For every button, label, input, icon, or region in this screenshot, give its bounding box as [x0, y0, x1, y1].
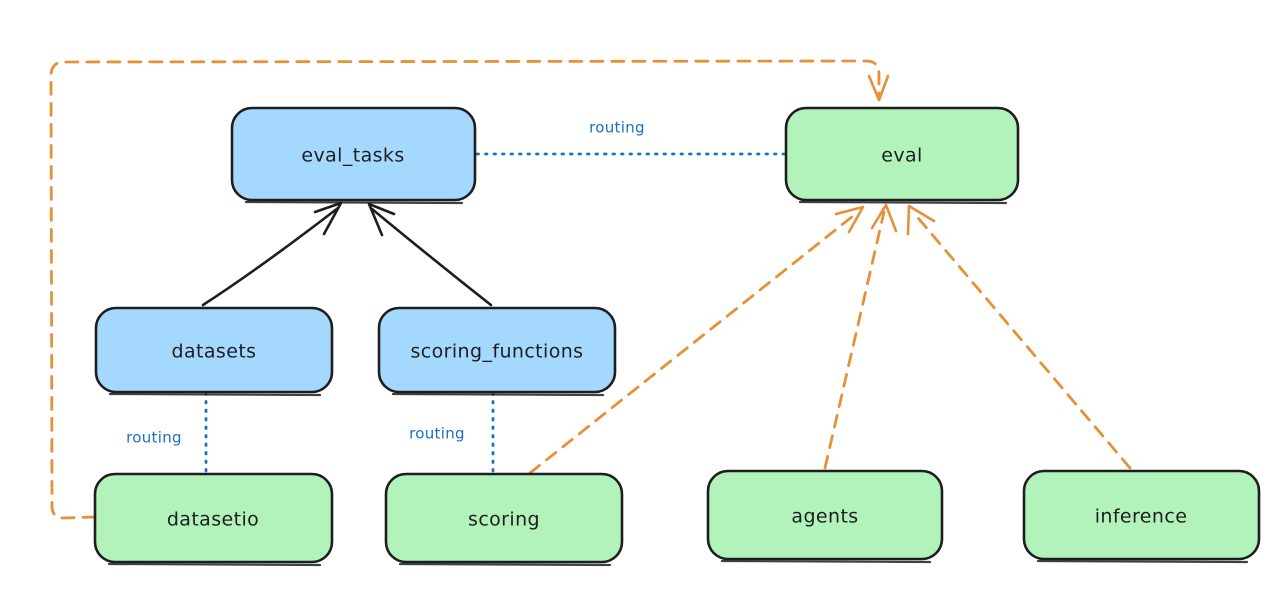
edge-datasetio-eval	[49, 59, 890, 520]
edge-agents-eval-line	[823, 210, 886, 470]
node-datasetio[interactable]: datasetio	[93, 472, 334, 567]
edge-datasets-eval_tasks	[201, 201, 343, 307]
edges-layer	[49, 59, 1132, 520]
edge-datasetio-eval-arrowhead	[867, 74, 890, 102]
node-scoring-shadow	[398, 562, 612, 567]
node-scoring_functions-shape	[377, 306, 617, 394]
node-scoring[interactable]: scoring	[384, 472, 624, 567]
node-inference-label: inference	[1095, 506, 1188, 528]
node-eval-shape	[784, 106, 1020, 202]
node-agents-shape	[706, 469, 944, 561]
edge-label-routing-eval: routing	[589, 119, 645, 137]
node-datasets-shape	[94, 306, 334, 394]
edge-datasets-eval_tasks-arrowhead	[313, 201, 343, 236]
node-eval-shadow	[798, 200, 1008, 205]
node-eval_tasks[interactable]: eval_tasks	[230, 106, 477, 205]
node-datasetio-label: datasetio	[167, 509, 259, 531]
node-scoring-label: scoring	[468, 509, 540, 531]
edge-inference-eval	[906, 204, 1132, 470]
edge-scoring-eval	[528, 205, 865, 475]
edge-inference-eval-line	[911, 210, 1132, 470]
node-eval[interactable]: eval	[784, 106, 1020, 205]
node-agents-label: agents	[791, 506, 858, 528]
node-datasets-shadow	[108, 392, 322, 397]
node-inference-shape	[1022, 469, 1261, 561]
node-scoring_functions-shadow	[391, 392, 605, 397]
node-eval-label: eval	[881, 145, 922, 167]
edge-labels-layer: routing routing routing	[126, 119, 645, 447]
edge-scoringfn-eval_tasks-arrowhead	[367, 202, 396, 237]
node-datasetio-shape	[93, 472, 334, 564]
node-eval_tasks-shadow	[244, 200, 464, 205]
edge-inference-eval-arrowhead	[906, 204, 936, 236]
node-scoring_functions[interactable]: scoring_functions	[377, 306, 617, 397]
node-eval_tasks-label: eval_tasks	[301, 145, 404, 167]
node-inference[interactable]: inference	[1022, 469, 1261, 564]
node-scoring_functions-label: scoring_functions	[411, 341, 584, 363]
node-scoring-shape	[384, 472, 624, 564]
node-agents-shadow	[720, 559, 932, 564]
node-datasets-label: datasets	[172, 341, 257, 363]
nodes-layer: eval_tasks eval datasets scoring_functio…	[93, 106, 1261, 567]
node-inference-shadow	[1036, 559, 1249, 564]
edge-scoringfn-eval_tasks	[367, 202, 493, 307]
node-agents[interactable]: agents	[706, 469, 944, 564]
node-eval_tasks-shape	[230, 106, 477, 202]
edge-datasetio-eval-line	[49, 59, 881, 520]
edge-datasets-eval_tasks-line	[201, 206, 340, 307]
edge-scoringfn-eval_tasks-line	[370, 207, 493, 307]
edge-agents-eval-arrowhead	[870, 203, 898, 233]
edge-label-routing-scoring: routing	[409, 425, 465, 443]
node-datasetio-shadow	[107, 562, 322, 567]
edge-agents-eval	[823, 203, 898, 470]
edge-scoring-eval-line	[528, 210, 860, 475]
edge-scoring-eval-arrowhead	[834, 205, 865, 234]
node-datasets[interactable]: datasets	[94, 306, 334, 397]
edge-label-routing-datasetio: routing	[126, 429, 182, 447]
